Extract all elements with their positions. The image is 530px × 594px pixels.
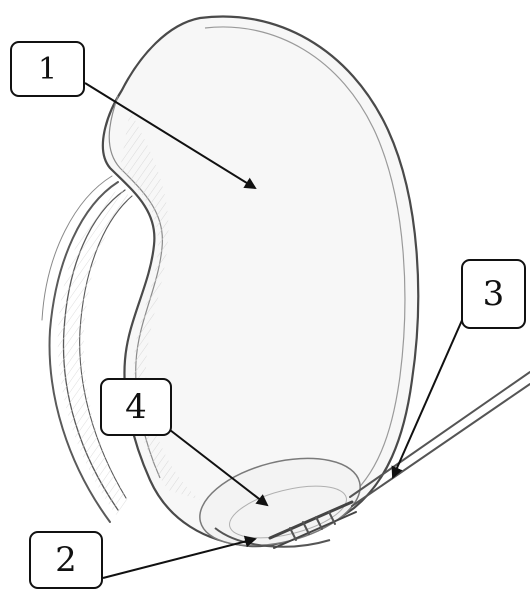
callout-label-3: 3 — [461, 259, 526, 329]
ureter-shading — [58, 188, 132, 515]
callout-label-4: 4 — [100, 378, 172, 436]
arrow-2 — [103, 539, 255, 578]
callout-label-1: 1 — [10, 41, 85, 97]
callout-label-2: 2 — [29, 531, 103, 589]
